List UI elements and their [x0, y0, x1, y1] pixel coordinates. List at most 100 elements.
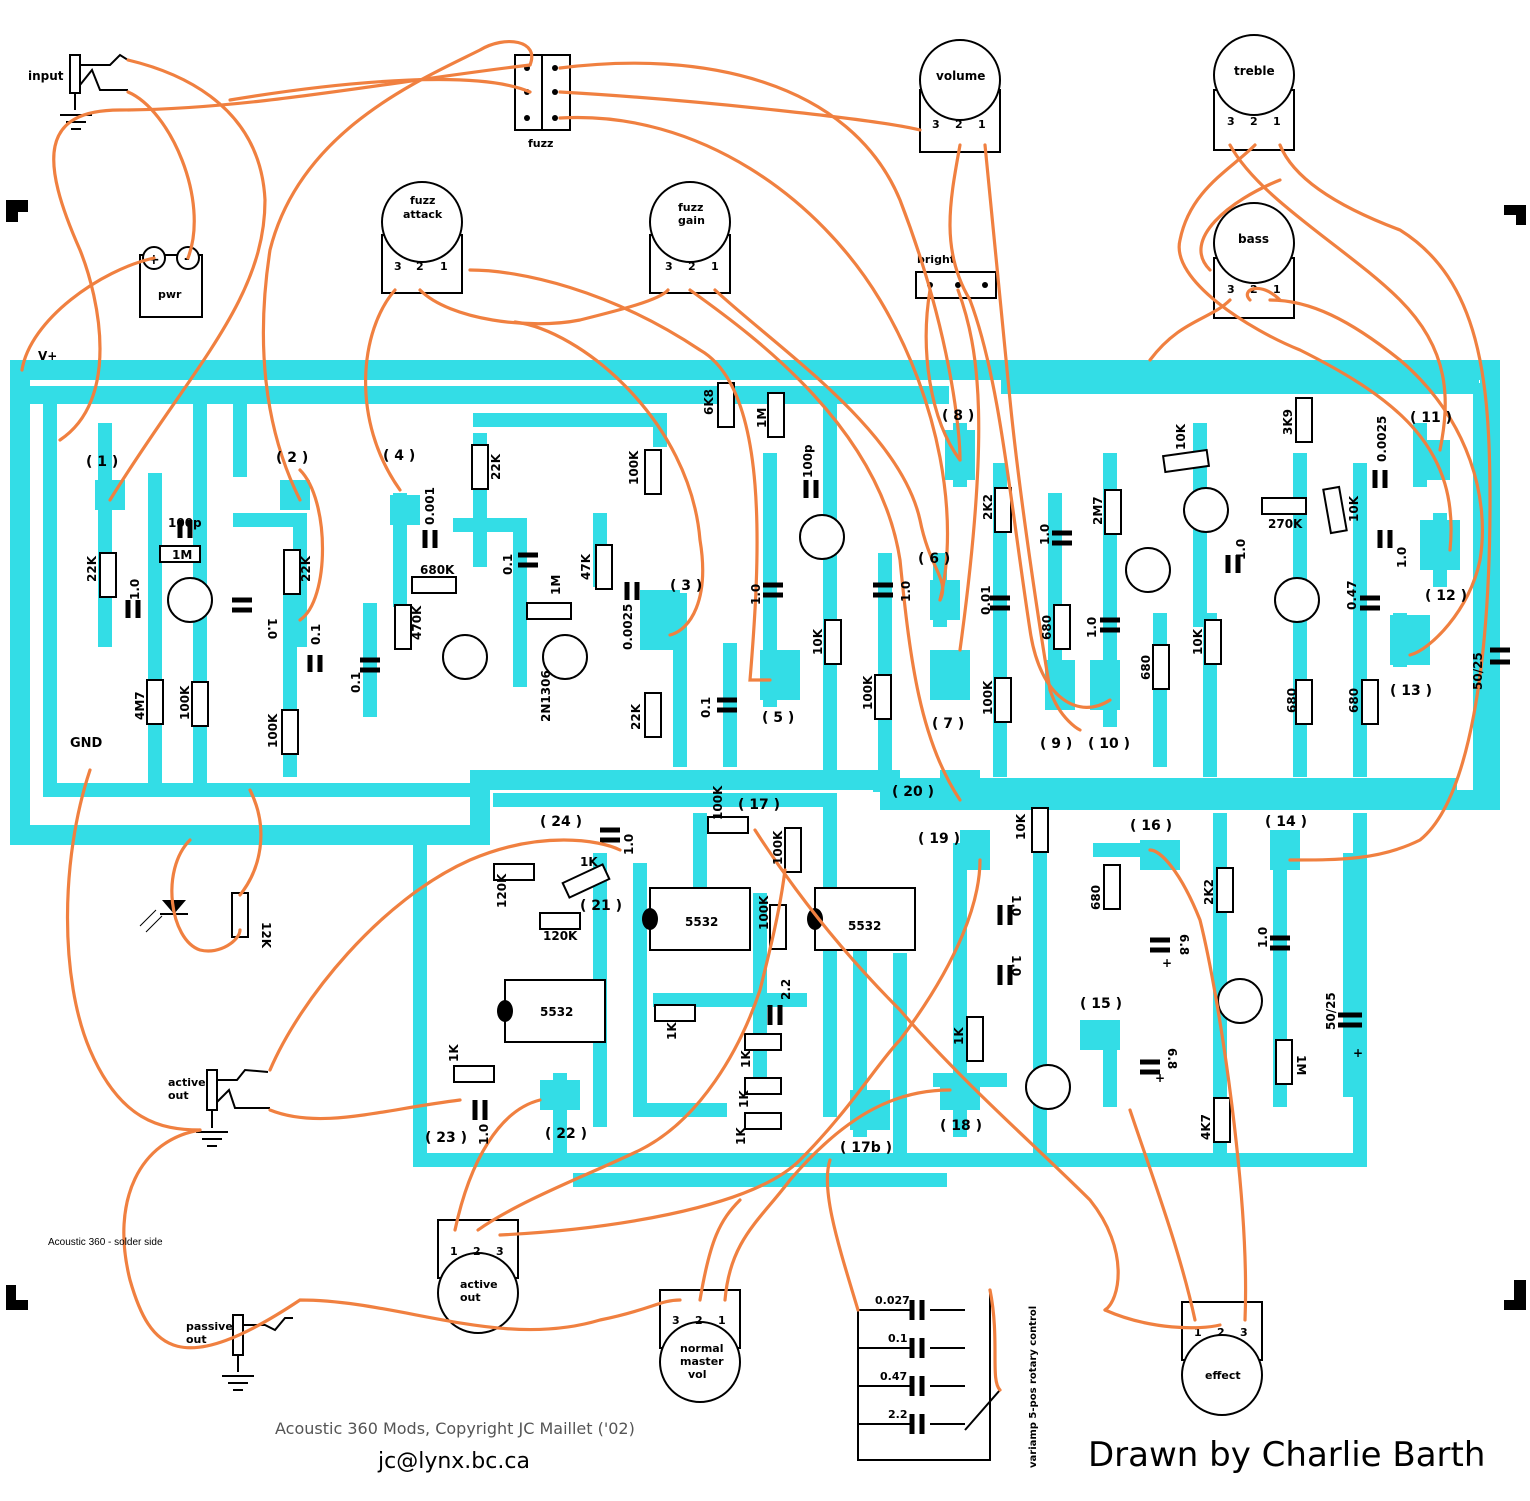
copyright-text: Acoustic 360 Mods, Copyright JC Maillet …	[275, 1419, 635, 1438]
svg-text:1: 1	[440, 260, 448, 273]
svg-text:680: 680	[1285, 688, 1299, 713]
volume-pot[interactable]: volume 3 2 1	[919, 39, 1001, 153]
resistor	[281, 709, 299, 755]
resistor	[744, 1112, 782, 1130]
svg-text:680K: 680K	[420, 563, 455, 577]
svg-text:100p: 100p	[168, 516, 202, 530]
svg-text:1.0: 1.0	[1009, 895, 1023, 916]
resistor	[994, 677, 1012, 723]
ic-5532	[649, 887, 751, 951]
svg-text:100K: 100K	[757, 895, 771, 930]
drawn-by-text: Drawn by Charlie Barth	[1088, 1435, 1485, 1475]
svg-text:50/25: 50/25	[1471, 652, 1485, 690]
svg-text:470K: 470K	[410, 605, 424, 640]
point-14: ( 14 )	[1265, 814, 1307, 830]
point-22: ( 22 )	[545, 1126, 587, 1142]
svg-text:120K: 120K	[543, 929, 578, 943]
point-labels: ( 1 ) ( 2 ) ( 3 ) ( 4 ) ( 5 ) ( 6 ) ( 7 …	[86, 408, 1467, 1156]
resistor	[1213, 1097, 1231, 1143]
resistor	[1295, 397, 1313, 443]
svg-text:2.2: 2.2	[888, 1408, 908, 1421]
svg-text:1: 1	[1273, 115, 1281, 128]
treble-pot[interactable]: treble 3 2 1	[1213, 34, 1295, 151]
svg-text:100K: 100K	[266, 713, 280, 748]
svg-text:1K: 1K	[952, 1027, 966, 1045]
resistor	[654, 1004, 696, 1022]
point-17b: ( 17b )	[840, 1140, 892, 1156]
svg-text:1: 1	[978, 118, 986, 131]
svg-text:2: 2	[688, 260, 696, 273]
svg-text:12K: 12K	[259, 922, 273, 949]
point-11: ( 11 )	[1410, 410, 1452, 426]
svg-text:+: +	[1162, 956, 1172, 970]
svg-text:1K: 1K	[447, 1044, 461, 1062]
svg-text:1.0: 1.0	[749, 584, 763, 605]
bass-pot[interactable]: bass 3 2 1	[1213, 202, 1295, 319]
svg-text:+: +	[148, 252, 160, 268]
svg-text:680: 680	[1040, 615, 1054, 640]
svg-text:1K: 1K	[580, 855, 598, 869]
point-1: ( 1 )	[86, 454, 118, 470]
svg-text:2: 2	[955, 118, 963, 131]
svg-text:1: 1	[718, 1314, 726, 1327]
resistor	[784, 827, 802, 873]
resistor	[1216, 867, 1234, 913]
svg-text:2M7: 2M7	[1091, 496, 1105, 525]
variamp-rotary-switch[interactable]: 0.027 0.1 0.47 2.2 variamp 5-pos rotary …	[857, 1290, 1039, 1468]
svg-text:22K: 22K	[299, 555, 313, 582]
point-4: ( 4 )	[383, 448, 415, 464]
svg-text:1K: 1K	[665, 1022, 679, 1040]
pwr-label: pwr	[158, 288, 182, 301]
transistor	[442, 634, 488, 680]
svg-text:10K: 10K	[1174, 423, 1188, 450]
components	[99, 382, 1379, 1143]
resistor	[1031, 807, 1049, 853]
bright-switch[interactable]: bright	[915, 253, 997, 299]
resistor	[1103, 864, 1121, 910]
svg-text:680: 680	[1089, 885, 1103, 910]
svg-text:10K: 10K	[811, 628, 825, 655]
resistor	[1361, 679, 1379, 725]
svg-text:4K7: 4K7	[1199, 1114, 1213, 1140]
point-3: ( 3 )	[670, 578, 702, 594]
svg-text:1: 1	[1194, 1326, 1202, 1339]
resistor	[1053, 604, 1071, 650]
rail-labels: V+ GND	[38, 349, 103, 751]
point-19: ( 19 )	[918, 831, 960, 847]
svg-text:1.0: 1.0	[1256, 927, 1270, 948]
svg-text:2: 2	[416, 260, 424, 273]
component-labels-lower: 12K 1.0 1K 120K 120K 5532 5532 5532 100K…	[259, 785, 1363, 1145]
email-text: jc@lynx.bc.ca	[377, 1449, 530, 1474]
resistor	[767, 392, 785, 438]
resistor	[994, 487, 1012, 533]
svg-text:0.1: 0.1	[699, 697, 713, 718]
svg-text:5532: 5532	[848, 919, 881, 933]
point-2: ( 2 )	[276, 450, 308, 466]
point-16: ( 16 )	[1130, 818, 1172, 834]
ic-5532	[504, 979, 606, 1043]
resistor	[744, 1077, 782, 1095]
input-jack[interactable]: input	[28, 53, 129, 130]
resistor	[644, 449, 662, 495]
resistor	[1161, 448, 1211, 474]
svg-text:1M: 1M	[172, 548, 192, 562]
resistor	[283, 549, 301, 595]
effect-pot[interactable]: 1 2 3 effect	[1181, 1301, 1263, 1416]
svg-text:2N1306: 2N1306	[539, 670, 553, 722]
svg-text:100K: 100K	[981, 680, 995, 715]
svg-text:2.2: 2.2	[779, 979, 793, 1000]
svg-text:1M: 1M	[549, 575, 563, 595]
fuzz-label: fuzz	[528, 137, 553, 150]
power-connector[interactable]: + - pwr	[139, 246, 203, 318]
svg-text:5532: 5532	[685, 915, 718, 929]
resistor	[717, 382, 735, 428]
svg-text:6.8: 6.8	[1165, 1048, 1179, 1069]
